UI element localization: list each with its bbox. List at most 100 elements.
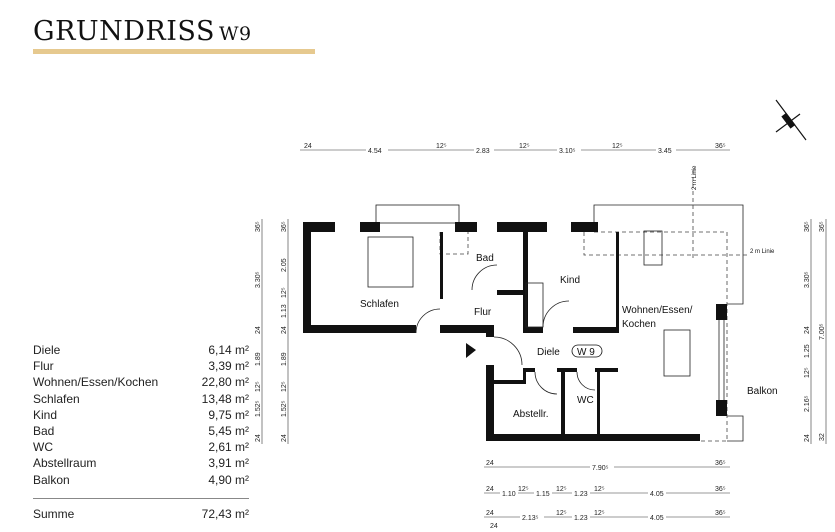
dim-label: 12⁵ (255, 381, 262, 392)
area-row: Diele 6,14 m² (33, 342, 249, 358)
area-row: Flur 3,39 m² (33, 358, 249, 374)
dim-label: 2.05 (281, 258, 288, 272)
dim-label: 4.05 (650, 491, 664, 498)
area-row: Bad 5,45 m² (33, 423, 249, 439)
dim-label: 12⁵ (612, 143, 623, 150)
dim-label: 36⁵ (715, 486, 726, 493)
dim-label: 7.00⁵ (819, 323, 826, 340)
dim-label: 3.10⁵ (559, 148, 576, 155)
dim-label: 1.89 (281, 352, 288, 366)
entrance-arrow-icon (466, 343, 476, 358)
dim-label: 1.13 (281, 304, 288, 318)
title-text: GRUNDRISS (33, 16, 215, 47)
dim-label: 36⁵ (804, 221, 811, 232)
dim-label: 12⁵ (436, 143, 447, 150)
dim-label: 7.90⁵ (592, 465, 609, 472)
balcony-outlines (375, 204, 744, 442)
windows-doors (367, 230, 725, 400)
room-area: 5,45 m² (208, 423, 249, 438)
room-label-wohnen: Wohnen/Essen/ (622, 305, 693, 316)
unit-label: W9 (218, 23, 252, 45)
title-underline (33, 49, 315, 54)
room-name: Diele (33, 343, 61, 357)
dim-label: 1.15 (536, 491, 550, 498)
room-label-abstellraum: Abstellr. (513, 409, 549, 420)
area-table: Diele 6,14 m² Flur 3,39 m² Wohnen/Essen/Ko… (33, 342, 249, 522)
dim-label: 12⁵ (519, 143, 530, 150)
dim-label: 2.83 (476, 148, 490, 155)
dim-label: 4.54 (368, 148, 382, 155)
dim-label: 24 (281, 326, 288, 334)
dim-label: 12⁵ (556, 486, 567, 493)
room-name: Abstellraum (33, 456, 97, 471)
dim-label: 3.45 (658, 148, 672, 155)
room-label-wc: WC (577, 395, 594, 406)
unit-badge-label: W 9 (577, 347, 595, 358)
room-area: 2,61 m² (208, 440, 249, 455)
dim-label: 24 (486, 510, 494, 517)
dim-label: 3.30⁵ (255, 271, 262, 288)
dim-label: 1.23 (574, 491, 588, 498)
dim-label: 24 (281, 434, 288, 442)
dim-label: 36⁵ (281, 221, 288, 232)
area-row: Kind 9,75 m² (33, 407, 249, 423)
room-name: Flur (33, 359, 54, 374)
area-row: Schlafen 13,48 m² (33, 391, 249, 407)
dim-label: 36⁵ (715, 510, 726, 517)
two-meter-line-label: 2 m Linie (750, 249, 775, 255)
two-meter-line-label: 2 m Linie (692, 165, 698, 190)
room-area: 13,48 m² (201, 391, 249, 406)
room-area: 3,39 m² (208, 359, 249, 374)
dim-label: 1.23 (574, 515, 588, 522)
room-label-kind: Kind (560, 275, 580, 286)
dim-label: 2.13⁵ (522, 515, 539, 522)
dim-label: 36⁵ (715, 460, 726, 467)
dim-label: 36⁵ (255, 221, 262, 232)
dim-label: 1.10 (502, 491, 516, 498)
area-total-row: Summe 72,43 m² (33, 506, 249, 522)
divider (33, 497, 249, 499)
dim-label: 4.05 (650, 515, 664, 522)
walls (303, 222, 727, 441)
dim-label: 32 (819, 433, 826, 441)
dim-label: 1.89 (255, 352, 262, 366)
dim-label: 24 (255, 326, 262, 334)
dim-label: 36⁵ (819, 221, 826, 232)
room-label-kochen: Kochen (622, 319, 656, 330)
dim-label: 12⁵ (594, 486, 605, 493)
dim-label: 24 (255, 434, 262, 442)
dim-label: 12⁵ (594, 510, 605, 517)
room-name: WC (33, 440, 53, 455)
dim-label: 24 (804, 326, 811, 334)
area-row: WC 2,61 m² (33, 439, 249, 455)
unit-badge (571, 344, 603, 358)
dim-label: 12⁵ (281, 287, 288, 298)
dim-label: 24 (804, 434, 811, 442)
dim-label: 12⁵ (556, 510, 567, 517)
dim-label: 24 (486, 460, 494, 467)
dim-label: 1.52⁵ (281, 400, 288, 417)
dim-label: 1.52⁵ (255, 400, 262, 417)
room-area: 6,14 m² (208, 343, 249, 357)
room-area: 9,75 m² (208, 407, 249, 422)
room-name: Kind (33, 407, 58, 422)
dimension-labels: 24 4.54 12⁵ 2.83 12⁵ 3.10⁵ 12⁵ 3.45 36⁵ … (255, 143, 826, 530)
total-area: 72,43 m² (201, 506, 249, 521)
room-name: Schlafen (33, 391, 80, 406)
dim-label: 12⁵ (281, 381, 288, 392)
north-arrow-icon (775, 99, 807, 141)
dim-label: 2.16⁵ (804, 395, 811, 412)
dim-label: 24 (490, 523, 498, 530)
total-label: Summe (33, 506, 75, 521)
room-name: Balkon (33, 472, 70, 487)
room-label-bad: Bad (476, 253, 494, 264)
room-label-diele: Diele (537, 347, 560, 358)
dim-label: 1.25 (804, 344, 811, 358)
room-label-balkon: Balkon (747, 386, 778, 397)
room-name: Bad (33, 423, 55, 438)
room-name: Wohnen/Essen/Kochen (33, 375, 159, 390)
